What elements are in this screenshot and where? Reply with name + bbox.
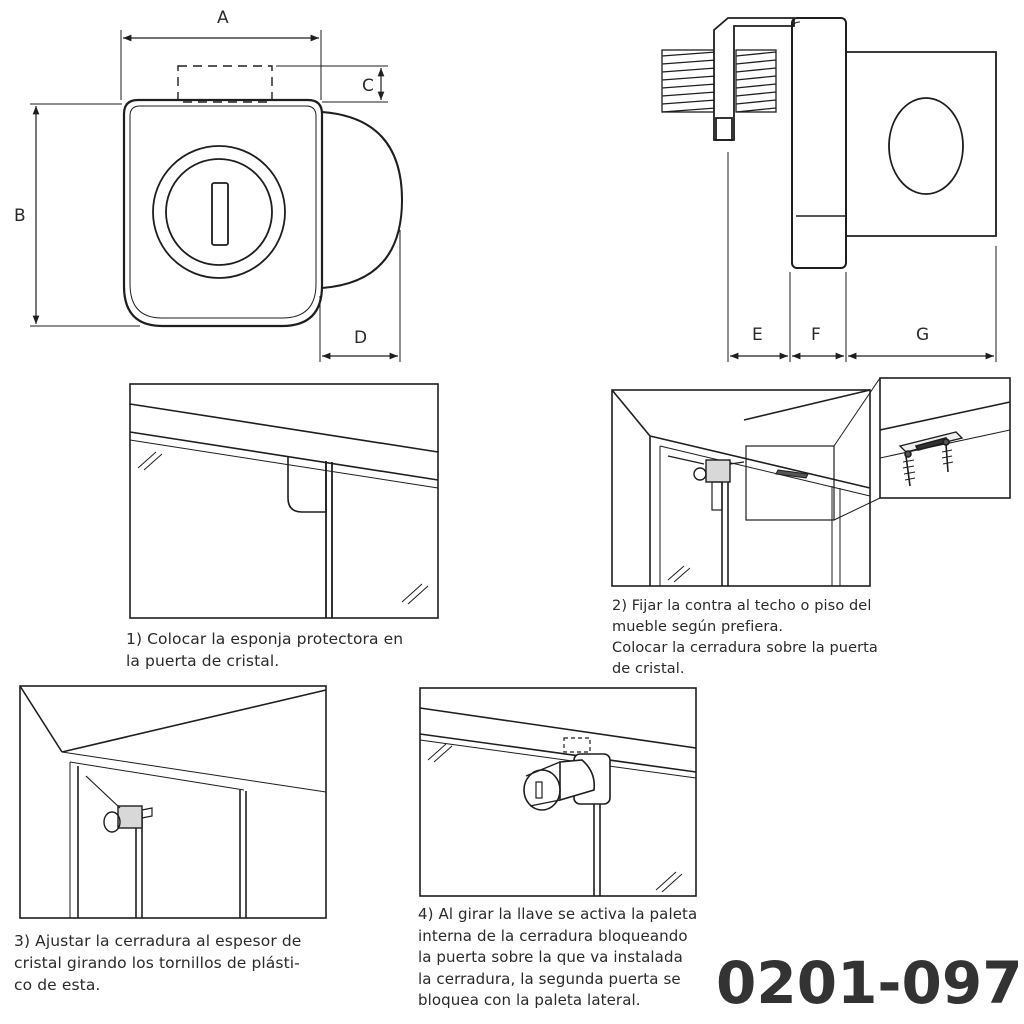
lock-front-view [30,30,404,362]
caption-line: 4) Al girar la llave se activa la paleta [418,905,698,923]
step-4-illustration [419,687,697,897]
caption-line: mueble según prefiera. [612,619,784,635]
caption-line: de cristal. [612,661,685,677]
dim-label-c: C [362,76,374,96]
caption-line: co de esta. [14,976,101,994]
dim-label-d: D [354,328,367,348]
caption-line: 2) Fijar la contra al techo o piso del [612,598,872,614]
dim-label-b: B [14,206,26,226]
step-1-illustration [129,383,439,619]
caption-line: la puerta de cristal. [126,652,280,670]
strike-plate-inset [879,377,1011,499]
caption-line: Colocar la cerradura sobre la puerta [612,640,878,656]
step-3-caption: 3) Ajustar la cerradura al espesor de cr… [14,930,301,996]
dim-label-e: E [752,325,763,345]
caption-line: cristal girando los tornillos de plásti- [14,954,300,972]
step-4-caption: 4) Al girar la llave se activa la paleta… [418,904,697,1012]
caption-line: la puerta sobre la que va instalada [418,948,683,967]
product-code: 0201-097 [716,949,1023,1017]
step-2-illustration [611,377,881,587]
lock-side-view [661,17,997,362]
dim-label-a: A [217,8,229,28]
step-2-caption: 2) Fijar la contra al techo o piso del m… [612,596,878,680]
caption-line: interna de la cerradura bloqueando [418,926,688,945]
dim-label-g: G [916,325,929,345]
caption-line: 1) Colocar la esponja protectora en [126,630,404,648]
caption-line: 3) Ajustar la cerradura al espesor de [14,932,302,950]
step-3-illustration [19,685,327,919]
step-1-caption: 1) Colocar la esponja protectora en la p… [126,628,403,672]
dim-label-f: F [811,325,821,345]
caption-line: la cerradura, la segunda puerta se [418,969,681,988]
caption-line: bloquea con la paleta lateral. [418,991,641,1010]
